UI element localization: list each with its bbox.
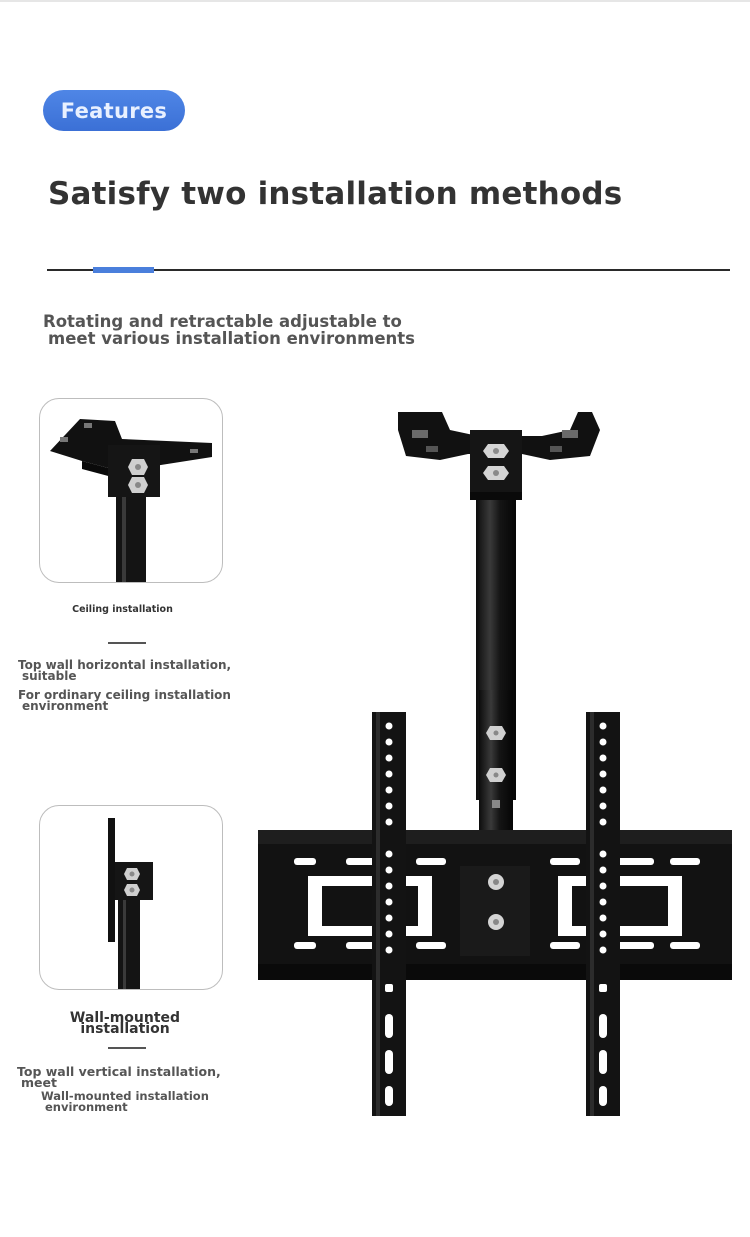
subtitle: Rotating and retractable adjustable to m… <box>43 313 483 347</box>
ceiling-installation-card <box>39 398 223 583</box>
top-border <box>0 0 750 2</box>
ceiling-description: Top wall horizontal installation, suitab… <box>18 658 232 713</box>
subtitle-line-2: meet various installation environments <box>48 329 416 348</box>
ceiling-caption-divider <box>108 642 146 644</box>
wall-caption-line-2: installation <box>80 1021 170 1037</box>
wall-plate-detail-icon <box>108 818 153 989</box>
ceiling-desc-line-4: environment <box>22 698 109 713</box>
ceiling-desc-line-3: For ordinary ceiling installation <box>18 688 231 702</box>
wall-installation-card <box>39 805 223 990</box>
wall-caption: Wall-mounted installation <box>40 1010 210 1037</box>
features-badge: Features <box>43 90 185 131</box>
page-title: Satisfy two installation methods <box>48 176 623 212</box>
features-badge-label: Features <box>60 98 168 123</box>
wall-desc-line-2: meet <box>21 1074 57 1090</box>
title-divider-accent <box>93 267 154 273</box>
wall-caption-divider <box>108 1047 146 1049</box>
wall-desc-line-3: Wall-mounted installation <box>41 1089 209 1103</box>
wall-desc-line-4: environment <box>45 1099 128 1114</box>
subtitle-line-1: Rotating and retractable adjustable to <box>43 312 402 331</box>
tv-ceiling-mount-bracket-icon <box>258 412 732 1116</box>
ceiling-plate-detail-icon <box>50 419 212 582</box>
wall-description: Top wall vertical installation, meet Wal… <box>17 1064 221 1114</box>
title-divider <box>47 269 730 271</box>
wall-caption-line-1: Wall-mounted <box>69 1010 181 1026</box>
ceiling-desc-line-1: Top wall horizontal installation, <box>18 658 232 672</box>
ceiling-desc-line-2: suitable <box>22 668 77 683</box>
ceiling-caption: Ceiling installation <box>72 604 173 615</box>
wall-desc-line-1: Top wall vertical installation, <box>17 1064 221 1079</box>
